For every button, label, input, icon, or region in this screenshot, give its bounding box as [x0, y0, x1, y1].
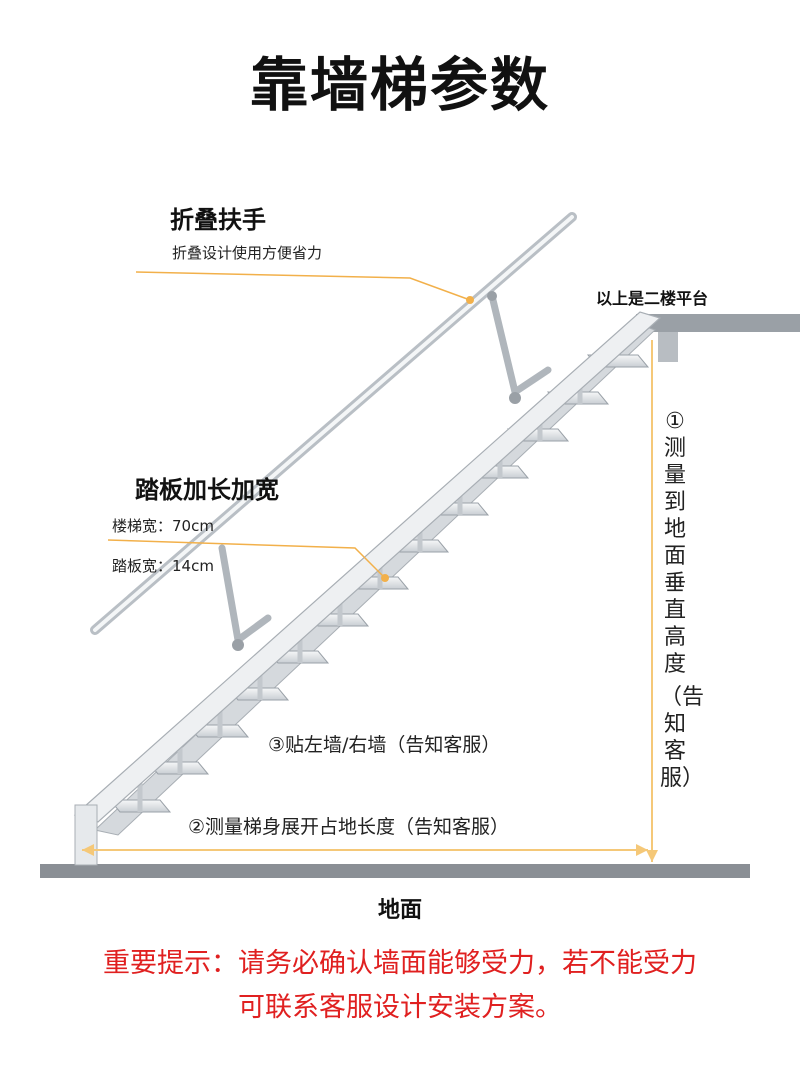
callout-dot-tread: [381, 574, 389, 582]
tread-title: 踏板加长加宽: [135, 476, 279, 504]
tread-width-label: 踏板宽：14cm: [112, 557, 214, 575]
vertical-measure-note: （告知客服）: [660, 685, 705, 791]
ground-label: 地面: [377, 898, 422, 923]
wall-side-label: ③贴左墙/右墙（告知客服）: [268, 734, 501, 756]
callout-dot-handrail: [466, 296, 474, 304]
handrail-title: 折叠扶手: [170, 206, 266, 234]
platform-label: 以上是二楼平台: [596, 289, 709, 308]
ladder-foot: [74, 804, 98, 866]
platform-bracket: [658, 332, 678, 362]
length-measure-label: ②测量梯身展开占地长度（告知客服）: [188, 816, 510, 838]
handrail-supports: [218, 292, 552, 644]
page-title: 靠墙梯参数: [249, 51, 550, 119]
vertical-measure-label: ① 测量到地面垂直高度 （告知客服）: [660, 408, 705, 792]
notice-line-1: 重要提示：请务必确认墙面能够受力，若不能受力: [103, 948, 697, 979]
notice-line-2: 可联系客服设计安装方案。: [238, 992, 562, 1023]
vertical-measure-text: 测量到地面垂直高度: [663, 436, 686, 677]
notice: 重要提示：请务必确认墙面能够受力，若不能受力 可联系客服设计安装方案。: [0, 942, 800, 1030]
upper-platform: [636, 314, 800, 332]
vertical-measure-number: ①: [665, 409, 685, 434]
handrail-desc: 折叠设计使用方便省力: [172, 244, 323, 262]
callout-lines: [107, 271, 471, 579]
stair-width-label: 楼梯宽：70cm: [112, 517, 214, 535]
ground-slab: [40, 864, 750, 878]
